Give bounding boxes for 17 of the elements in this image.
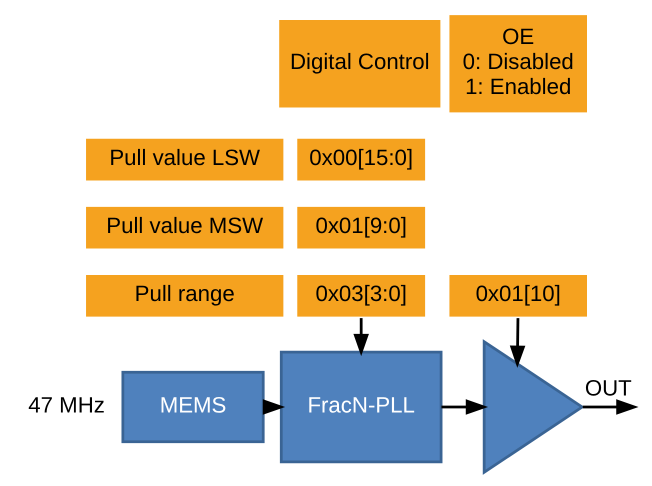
edge-label: OUT [584,376,632,401]
node-box: Pull value MSW [83,204,286,252]
node-box: Digital Control [276,17,444,110]
arrow [582,399,638,415]
arrow [353,318,369,356]
node-box: 0x03[3:0] [294,272,428,320]
node-box: Pull value LSW [83,136,286,184]
node-box: OE 0: Disabled 1: Enabled [446,12,590,116]
node-triangle [482,339,585,475]
node-box: 0x01[9:0] [294,204,428,252]
arrow [510,318,526,368]
arrow [441,399,488,415]
node-box: FracN-PLL [280,350,442,464]
node-box: Pull range [83,272,286,320]
node-box: 0x00[15:0] [294,136,428,184]
node-label: 47 MHz [28,392,105,418]
node-box: 0x01[10] [446,272,590,320]
